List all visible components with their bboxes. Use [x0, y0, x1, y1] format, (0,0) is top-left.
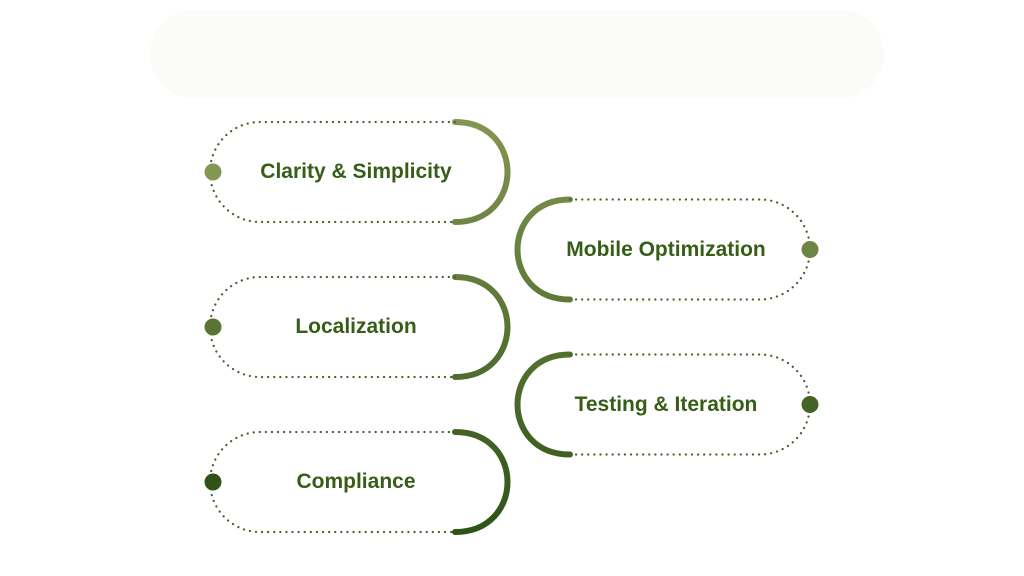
- step-dot-4: [801, 396, 819, 413]
- central-connector: [452, 119, 573, 535]
- connector-arc-3: [452, 274, 511, 380]
- step-dot-2: [801, 241, 819, 258]
- step-dot-1: [204, 163, 222, 181]
- connector-arc-2: [514, 196, 573, 303]
- step-label-3: Localization: [295, 315, 417, 338]
- connector-arc-1: [452, 119, 511, 225]
- step-label-5: Compliance: [296, 470, 416, 493]
- title-banner: [150, 10, 884, 98]
- step-dot-5: [204, 473, 222, 491]
- step-dots: [204, 163, 819, 491]
- connector-arc-4: [514, 351, 573, 458]
- step-label-4: Testing & Iteration: [574, 392, 758, 416]
- connector-arc-5: [452, 429, 511, 535]
- step-label-2: Mobile Optimization: [566, 237, 766, 261]
- step-dot-3: [204, 318, 222, 336]
- step-label-1: Clarity & Simplicity: [260, 160, 452, 183]
